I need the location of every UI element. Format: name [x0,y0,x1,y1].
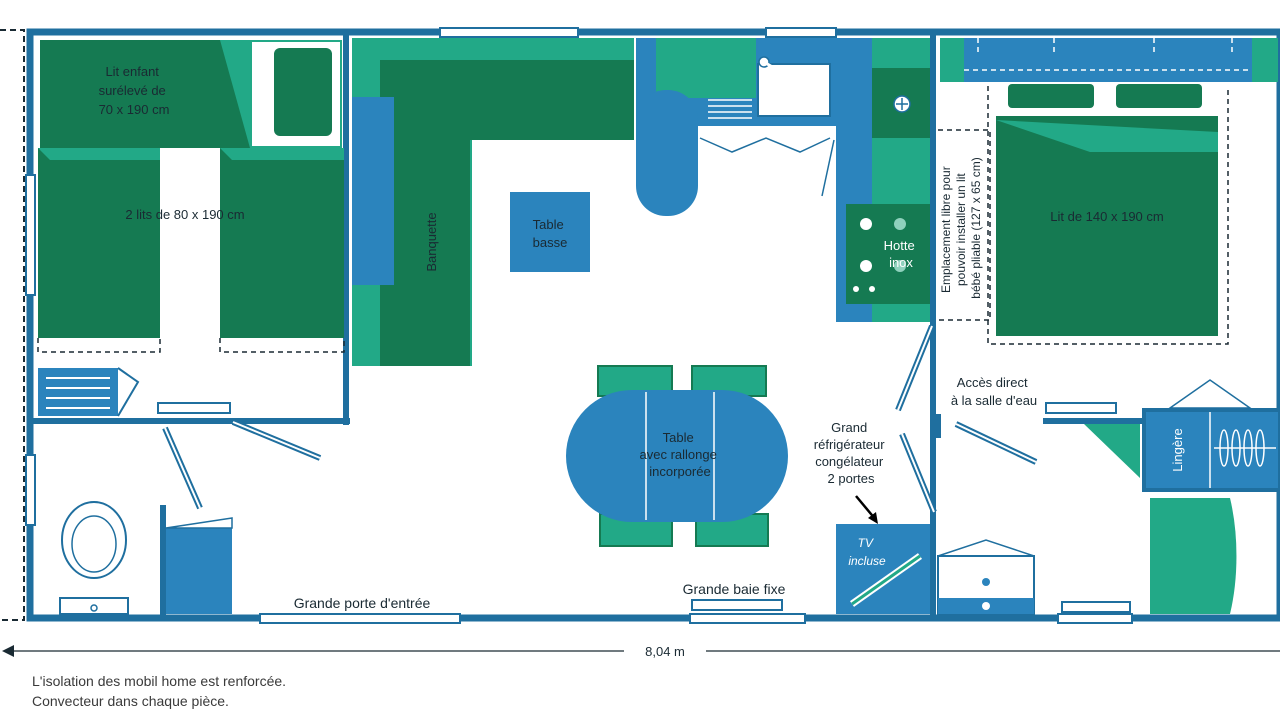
windows [25,27,1133,624]
wc-base [59,597,129,615]
kitchen-peninsula [636,90,698,216]
linen-hangers [1214,429,1276,467]
pillow-right [1116,84,1202,108]
bathroom-access-label: Accès direct à la salle d'eau [951,375,1037,408]
banquette-label: Banquette [424,212,439,271]
baby-bed-zone [938,129,991,321]
fridge-label: Grand réfrigérateur congélateur 2 portes [814,420,888,486]
twin-beds-label: 2 lits de 80 x 190 cm [125,207,244,222]
tv-label: TV incluse [848,536,886,568]
double-bed-label: Lit de 140 x 190 cm [1050,209,1163,224]
twin-bed-left-headboard [38,148,160,160]
wardrobe-green [940,38,964,82]
left-dashed-marker [0,29,25,621]
toilet-icon [61,501,127,579]
drainboard [708,99,752,119]
hob [846,204,930,304]
twin-bed-right [220,148,344,338]
sink-basin [757,63,831,117]
kids-bunk-label: Lit enfant surélevé de 70 x 190 cm [99,64,170,117]
coffee-table [510,192,590,272]
kitchen-sink-area [656,38,756,98]
wardrobe-top [940,38,1278,82]
free-space-label: Emplacement libre pour pouvoir installer… [939,157,983,298]
radiator-kids-fins [46,377,110,409]
shower [1150,498,1237,614]
interior-walls [30,35,1143,615]
bed-clearance-lines [37,338,345,353]
dining-table [566,390,788,522]
dining-table-label: Table avec rallonge incorporée [640,430,721,479]
dimension-line [2,645,1280,657]
kids-shelf [157,402,231,414]
outer-wall [26,28,1280,622]
bath-corner-unit [1084,424,1140,478]
linen-cupboard [1144,410,1280,490]
tv-cabinet [836,524,930,614]
bath-window-sill [1061,601,1131,613]
pillow-left [1008,84,1094,108]
banquette-cushion [352,97,394,285]
twin-bed-left [38,148,160,338]
double-bed [996,116,1218,336]
fixed-bay-label: Grande baie fixe [683,581,786,597]
bed-clearance [987,86,1229,345]
twin-bed-right-headboard [220,148,344,160]
double-bed-duvet [996,120,1218,152]
bath-shelf [1045,402,1117,414]
kids-bunk-pillow [274,48,332,136]
linen-label: Lingère [1170,428,1185,471]
kitchen-cupboard-doors [699,137,831,153]
banquette-seat [380,60,634,366]
coffee-table-label: Table basse [533,217,568,250]
wc-cabinet [166,528,232,614]
note-heater: Convecteur dans chaque pièce. [32,693,229,709]
entrance-door-label: Grande porte d'entrée [294,595,431,611]
kids-door-arc [117,367,140,417]
dimension-label: 8,04 m [645,644,685,659]
note-insulation: L'isolation des mobil home est renforcée… [32,673,287,689]
hood-label: Hotte inox [884,238,919,270]
bay-sill [691,599,783,611]
